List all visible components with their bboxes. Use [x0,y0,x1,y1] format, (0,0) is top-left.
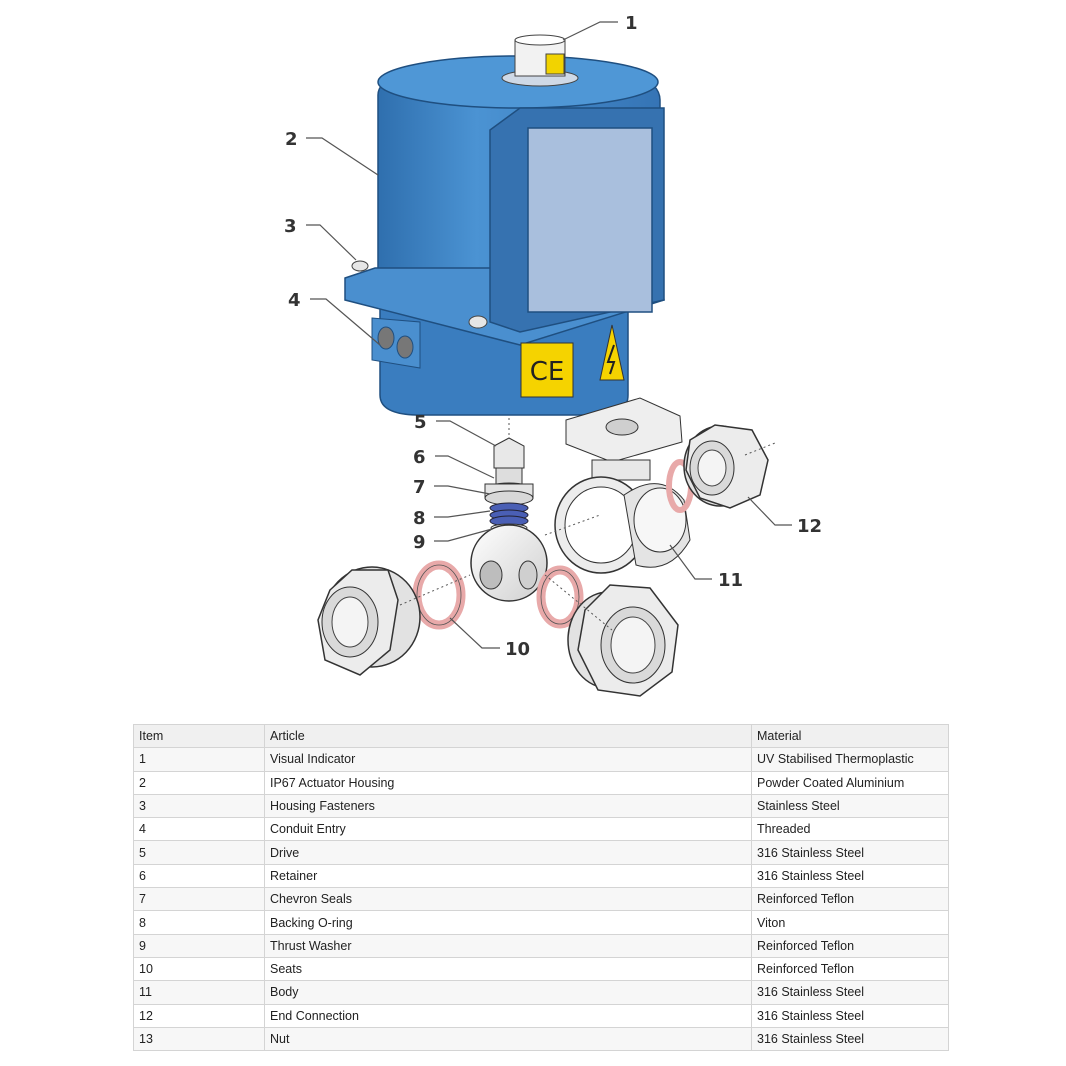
parts-table: Item Article Material 1 Visual Indicator… [133,723,949,1052]
callout-9-label: 9 [413,532,426,553]
callout-4-label: 4 [288,290,301,311]
table-row: 12 End Connection 316 Stainless Steel [133,1003,949,1028]
cell-item: 9 [133,933,265,958]
cell-material: UV Stabilised Thermoplastic [751,747,949,772]
callout-1-label: 1 [625,13,638,34]
seat-left [412,560,466,630]
cell-item: 7 [133,887,265,912]
cell-material: 316 Stainless Steel [751,840,949,865]
cell-item: 13 [133,1026,265,1052]
cell-item: 1 [133,747,265,772]
valve-body [554,397,691,574]
cell-material: Viton [751,910,949,935]
callout-6: 6 [413,447,495,479]
callout-11: 11 [669,544,743,591]
callout-3: 3 [284,216,357,261]
end-connection-left [317,566,421,676]
callout-10: 10 [449,617,530,660]
callout-11-label: 11 [718,570,743,591]
callout-4: 4 [288,290,381,346]
cell-item: 8 [133,910,265,935]
callout-10-label: 10 [505,639,530,660]
table-row: 3 Housing Fasteners Stainless Steel [133,793,949,819]
callout-1: 1 [562,13,638,41]
end-connection-right [567,584,679,697]
cell-material: 316 Stainless Steel [751,863,949,889]
callout-2-label: 2 [285,129,298,150]
cell-material: Reinforced Teflon [751,933,949,958]
table-header-row: Item Article Material [133,723,949,749]
actuator-housing [344,55,665,416]
seat-right [536,565,584,629]
cell-material: Reinforced Teflon [751,887,949,912]
cell-article: Backing O-ring [264,910,752,935]
header-material: Material [751,723,949,749]
cell-material: 316 Stainless Steel [751,1003,949,1028]
cell-article: Visual Indicator [264,747,752,772]
table-row: 2 IP67 Actuator Housing Powder Coated Al… [133,770,949,795]
cell-article: Body [264,980,752,1005]
end-connection-top [683,424,769,509]
cell-material: Stainless Steel [751,793,949,819]
table-row: 9 Thrust Washer Reinforced Teflon [133,933,949,958]
ce-mark-label: CE [530,357,565,387]
high-voltage-warning-icon [599,324,625,381]
callout-3-label: 3 [284,216,297,237]
cell-item: 6 [133,863,265,889]
cell-item: 3 [133,793,265,819]
cell-item: 10 [133,956,265,982]
cell-item: 5 [133,840,265,865]
callout-12-label: 12 [797,516,822,537]
cell-material: Powder Coated Aluminium [751,770,949,795]
callout-2: 2 [285,129,379,176]
housing-fastener [351,260,488,329]
cell-article: Nut [264,1026,752,1052]
cell-material: 316 Stainless Steel [751,1026,949,1052]
cell-article: Retainer [264,863,752,889]
visual-indicator [501,34,579,87]
callout-6-label: 6 [413,447,426,468]
drive [493,437,525,485]
callout-9: 9 [413,528,493,553]
cell-article: Housing Fasteners [264,793,752,819]
callout-5: 5 [414,412,497,447]
table-row: 13 Nut 316 Stainless Steel [133,1026,949,1052]
cell-item: 12 [133,1003,265,1028]
conduit-entry [371,317,421,369]
callout-7-label: 7 [413,477,426,498]
cell-article: End Connection [264,1003,752,1028]
table-row: 7 Chevron Seals Reinforced Teflon [133,887,949,912]
cell-article: Chevron Seals [264,887,752,912]
table-row: 1 Visual Indicator UV Stabilised Thermop… [133,747,949,772]
table-row: 8 Backing O-ring Viton [133,910,949,935]
header-item: Item [133,723,265,749]
cell-item: 4 [133,817,265,842]
cell-article: Drive [264,840,752,865]
cell-item: 2 [133,770,265,795]
callout-8: 8 [413,508,491,529]
cell-article: Conduit Entry [264,817,752,842]
exploded-valve-diagram: CE [284,13,822,697]
cell-material: Reinforced Teflon [751,956,949,982]
callout-5-label: 5 [414,412,427,433]
cell-material: 316 Stainless Steel [751,980,949,1005]
callout-8-label: 8 [413,508,426,529]
cell-article: Seats [264,956,752,982]
chevron-seals [489,502,529,527]
table-row: 6 Retainer 316 Stainless Steel [133,863,949,889]
ce-mark: CE [520,342,574,398]
header-article: Article [264,723,752,749]
table-row: 4 Conduit Entry Threaded [133,817,949,842]
callout-7: 7 [413,477,491,498]
retainer [484,482,534,506]
ball [470,524,548,602]
cell-article: Thrust Washer [264,933,752,958]
table-row: 5 Drive 316 Stainless Steel [133,840,949,865]
cell-item: 11 [133,980,265,1005]
cell-material: Threaded [751,817,949,842]
cell-article: IP67 Actuator Housing [264,770,752,795]
table-row: 10 Seats Reinforced Teflon [133,956,949,982]
callout-12: 12 [747,496,822,537]
table-row: 11 Body 316 Stainless Steel [133,980,949,1005]
